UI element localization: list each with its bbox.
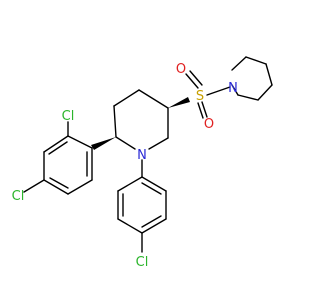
- oxygen-label-lower: O: [204, 117, 214, 132]
- dichlorophenyl-ring-bonds: [23, 121, 93, 195]
- stereo-wedge-aryl: [91, 137, 116, 150]
- chlorine-label-bottom: Cl: [136, 255, 149, 270]
- sulfonyl-bonds: [185, 70, 231, 119]
- molecule-structure-diagram: Cl Cl Cl N N S O O: [12, 56, 273, 270]
- chlorine-label-left: Cl: [12, 189, 25, 204]
- chlorophenyl-ring-bonds: [117, 176, 167, 253]
- oxygen-label-upper: O: [176, 62, 186, 77]
- sulfur-label: S: [196, 89, 204, 104]
- nitrogen-label-piperidine: N: [228, 81, 238, 96]
- atom-labels: Cl Cl Cl N N S O O: [12, 62, 238, 270]
- nitrogen-label-ring: N: [137, 148, 147, 163]
- stereo-wedge-sulfonyl: [168, 97, 190, 108]
- chlorine-label-top: Cl: [62, 109, 75, 124]
- central-ring-bonds: [113, 89, 169, 150]
- piperidine-ring-bonds: [231, 56, 273, 101]
